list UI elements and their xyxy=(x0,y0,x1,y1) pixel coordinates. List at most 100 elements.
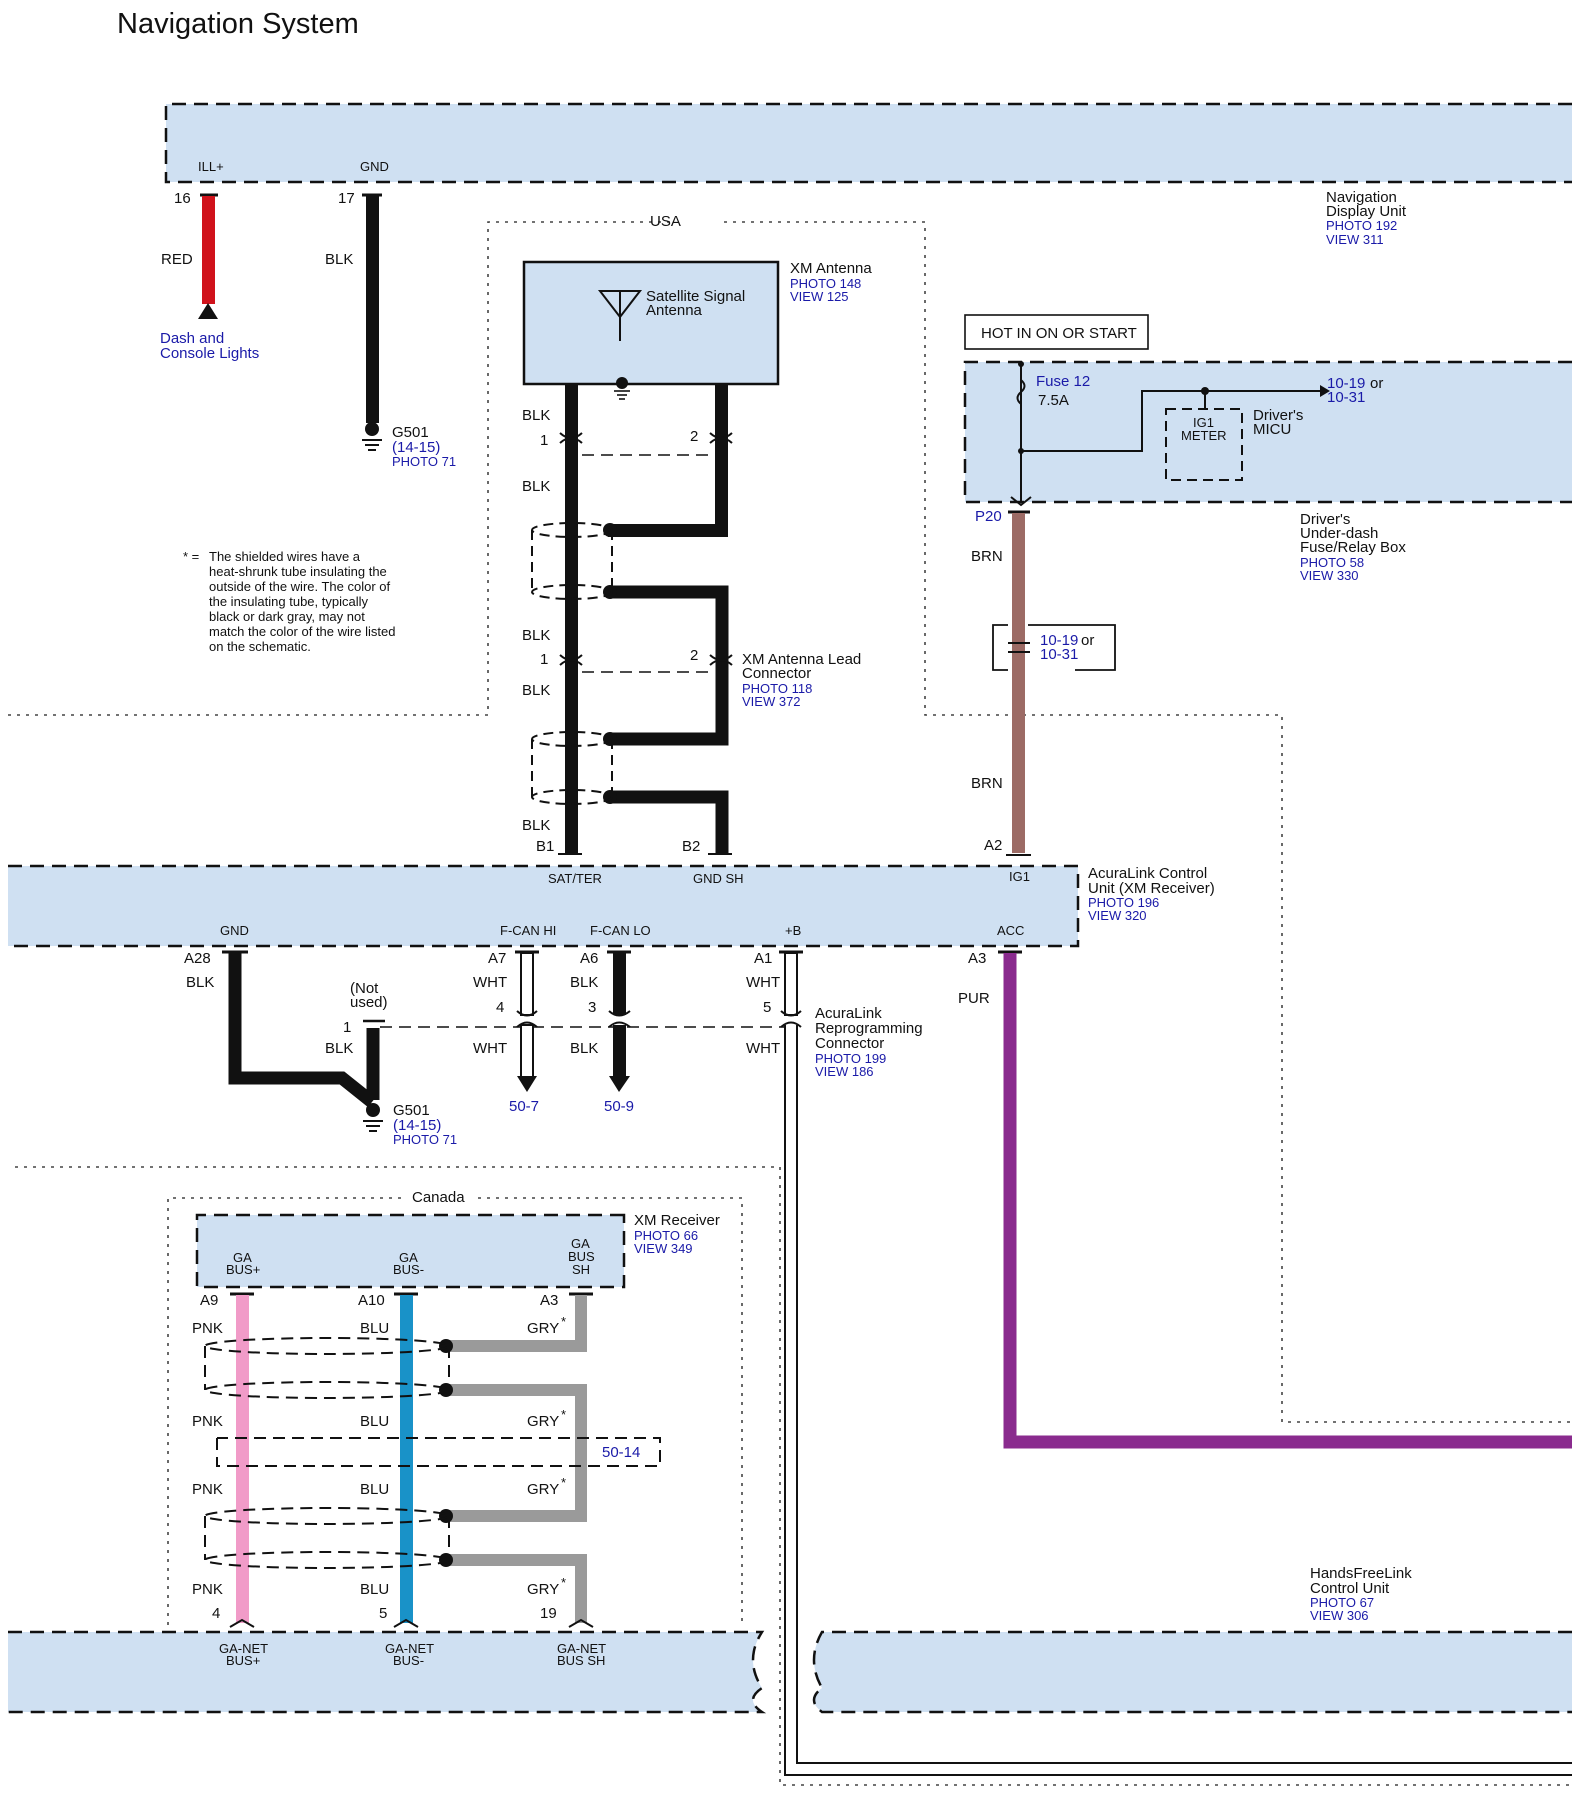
pnk-label-4: PNK xyxy=(192,1581,223,1598)
blk-wire-gnd xyxy=(366,196,379,423)
red-wire-circuit: 16 RED Dash and Console Lights xyxy=(160,190,259,362)
gry-star-4: * xyxy=(561,1575,566,1590)
xm-antenna-inner-2: Antenna xyxy=(646,302,703,319)
xm-lead-name-2: Connector xyxy=(742,665,811,682)
fcan-hi-wht-2: WHT xyxy=(473,1040,507,1057)
xm-receiver-view: VIEW 349 xyxy=(634,1241,693,1256)
gry-star-3: * xyxy=(561,1475,566,1490)
fcan-lo-blk-2: BLK xyxy=(570,1040,598,1057)
blu-label-3: BLU xyxy=(360,1481,389,1498)
micu-name-1: Driver's xyxy=(1253,407,1303,424)
ga-bus-minus-2: BUS- xyxy=(393,1262,424,1277)
fuse-box-name-2: Under-dash xyxy=(1300,525,1378,542)
dash-lights-1: Dash and xyxy=(160,330,224,347)
pnk-label-1: PNK xyxy=(192,1320,223,1337)
a28-blk-label: BLK xyxy=(186,974,214,991)
g501b-name: G501 xyxy=(393,1102,430,1119)
fcan-lo-circuit: BLK BLK 50-9 xyxy=(570,950,634,1115)
hfl-pin-4: 4 xyxy=(212,1605,220,1622)
canada-region: Canada xyxy=(15,1166,1572,1786)
fcan-lo-blk-1: BLK xyxy=(570,974,598,991)
hot-label-box xyxy=(964,314,1149,350)
plus-b-circuit: WHT WHT xyxy=(746,950,1572,1776)
acuralink-view: VIEW 320 xyxy=(1088,908,1147,923)
xm-lead-view: VIEW 372 xyxy=(742,694,801,709)
pur-wire xyxy=(1003,953,1572,1449)
reprog-pin-4: 4 xyxy=(496,999,504,1016)
ga-bus-plus-2: BUS+ xyxy=(226,1262,260,1277)
xm-lead-name-1: XM Antenna Lead xyxy=(742,651,861,668)
hfl-term-3b: BUS SH xyxy=(557,1653,605,1668)
fuse-rating: 7.5A xyxy=(1038,392,1069,409)
footnote-line-2: heat-shrunk tube insulating the xyxy=(209,564,387,579)
pin-a10: A10 xyxy=(358,1292,385,1309)
reprog-view: VIEW 186 xyxy=(815,1064,874,1079)
arrow-down-icon xyxy=(609,1076,630,1092)
lead-pin-1a: 1 xyxy=(540,432,548,449)
term-gnd-bottom: GND xyxy=(220,923,249,938)
reprog-pin-3: 3 xyxy=(588,999,596,1016)
hfl-term-1b: BUS+ xyxy=(226,1653,260,1668)
xm-receiver: GA BUS+ GA BUS- GA BUS SH XM Receiver PH… xyxy=(195,1212,720,1309)
brn-wire xyxy=(1012,513,1025,853)
arrow-down-icon xyxy=(517,1076,537,1092)
fuse-box-view: VIEW 330 xyxy=(1300,568,1359,583)
footnote-line-5: black or dark gray, may not xyxy=(209,609,365,624)
pin-17: 17 xyxy=(338,190,355,207)
term-gnd-sh: GND SH xyxy=(693,871,744,886)
blk-label-2: BLK xyxy=(522,478,550,495)
pin-a3: A3 xyxy=(968,950,986,967)
ref-1019-wire-a: 10-19 xyxy=(1040,632,1078,649)
hfl-name-1: HandsFreeLink xyxy=(1310,1565,1412,1582)
ground-icon xyxy=(362,422,382,451)
acuralink-control-unit: B1 B2 A2 SAT/TER GND SH IG1 GND F-CAN HI… xyxy=(8,837,1215,967)
acuralink-name-2: Unit (XM Receiver) xyxy=(1088,880,1215,897)
brn-label-2: BRN xyxy=(971,775,1003,792)
footnote-line-7: on the schematic. xyxy=(209,639,311,654)
blk-wire-sat xyxy=(565,384,578,854)
brn-label-1: BRN xyxy=(971,548,1003,565)
acuralink-photo: PHOTO 196 xyxy=(1088,895,1159,910)
term-fcan-lo: F-CAN LO xyxy=(590,923,651,938)
acc-circuit: PUR xyxy=(958,950,1572,1449)
g501-name: G501 xyxy=(392,424,429,441)
ground-icon xyxy=(614,377,630,400)
blu-label-4: BLU xyxy=(360,1581,389,1598)
pnk-wire xyxy=(236,1295,249,1623)
footnote-line-4: the insulating tube, typically xyxy=(209,594,368,609)
dash-lights-2: Console Lights xyxy=(160,345,259,362)
blk-label-3: BLK xyxy=(522,627,550,644)
ref-1019-or: or xyxy=(1370,375,1383,392)
hfl-view: VIEW 306 xyxy=(1310,1608,1369,1623)
ga-bus-plus-1: GA xyxy=(233,1250,252,1265)
fuse-box-photo: PHOTO 58 xyxy=(1300,555,1364,570)
g501b-ref: (14-15) xyxy=(393,1117,441,1134)
hfl-term-3a: GA-NET xyxy=(557,1641,606,1656)
hfl-term-1a: GA-NET xyxy=(219,1641,268,1656)
navigation-display-unit: ILL+ GND Navigation Display Unit PHOTO 1… xyxy=(164,102,1572,247)
term-fcan-hi: F-CAN HI xyxy=(500,923,556,938)
footnote-line-6: match the color of the wire listed xyxy=(209,624,395,639)
acuralink-name-1: AcuraLink Control xyxy=(1088,865,1207,882)
handsfreelink-control-unit: GA-NET BUS+ GA-NET BUS- GA-NET BUS SH Ha… xyxy=(8,1565,1572,1714)
gry-star-2: * xyxy=(561,1407,566,1422)
ref-50-9: 50-9 xyxy=(604,1098,634,1115)
pnk-label-3: PNK xyxy=(192,1481,223,1498)
term-gnd: GND xyxy=(360,159,389,174)
ga-bus-minus-1: GA xyxy=(399,1250,418,1265)
footnote-marker: * = xyxy=(183,549,199,564)
usa-region: USA xyxy=(8,213,1572,1423)
red-wire-label: RED xyxy=(161,251,193,268)
g501b-photo: PHOTO 71 xyxy=(393,1132,457,1147)
gry-star-1: * xyxy=(561,1314,566,1329)
antenna-coax: BLK 1 2 BLK BLK 1 2 BLK BLK XM Antenna L… xyxy=(522,384,861,855)
lead-pin-1b: 1 xyxy=(540,651,548,668)
gry-label-2: GRY xyxy=(527,1413,559,1430)
ground-icon xyxy=(363,1103,383,1132)
antenna-icon xyxy=(597,290,643,341)
blk-wire-label: BLK xyxy=(325,251,353,268)
pin-16: 16 xyxy=(174,190,191,207)
xm-antenna-view: VIEW 125 xyxy=(790,289,849,304)
nav-unit-photo: PHOTO 192 xyxy=(1326,218,1397,233)
